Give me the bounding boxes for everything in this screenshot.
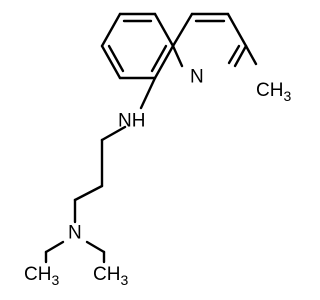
benzo-ring xyxy=(100,12,175,80)
structure-diagram: N CH3 NH N CH3 CH3 xyxy=(24,12,291,289)
methyl-label-top: CH3 xyxy=(256,80,291,105)
pyridine-ring xyxy=(171,12,248,68)
bond xyxy=(44,240,65,254)
tertiary-n-label: N xyxy=(68,223,82,244)
amine-nh-label: NH xyxy=(118,111,145,132)
bond xyxy=(171,12,194,48)
methyl-label-top-sub: 3 xyxy=(283,88,291,104)
methyl-label-top-main: CH xyxy=(256,80,283,101)
bond xyxy=(153,12,175,48)
methyl-label-bottom-right: CH3 xyxy=(93,264,128,289)
bond xyxy=(100,44,122,80)
bond xyxy=(153,44,175,80)
bond xyxy=(233,44,248,68)
molecule-canvas: N CH3 NH N CH3 CH3 xyxy=(24,12,292,289)
double-bond-inner xyxy=(227,44,241,65)
methyl-label-bottom-right-sub: 3 xyxy=(120,272,128,288)
bond xyxy=(100,125,127,142)
methyl-label-bottom-left-main: CH xyxy=(24,264,51,285)
ethyl-groups xyxy=(44,240,106,264)
ring-nitrogen-label: N xyxy=(190,67,204,88)
bond-c8-nh xyxy=(139,76,157,110)
methyl-label-bottom-left-sub: 3 xyxy=(51,272,59,288)
bond xyxy=(73,184,104,202)
bond xyxy=(171,44,184,68)
bond-methyl-top xyxy=(244,44,258,66)
methyl-label-bottom-left: CH3 xyxy=(24,264,59,289)
bond xyxy=(100,12,122,48)
bond xyxy=(226,12,248,48)
propyl-chain xyxy=(73,125,127,224)
double-bond-inner xyxy=(107,44,125,73)
bond xyxy=(85,240,106,254)
methyl-label-bottom-right-main: CH xyxy=(93,264,120,285)
double-bond-inner xyxy=(150,44,168,73)
